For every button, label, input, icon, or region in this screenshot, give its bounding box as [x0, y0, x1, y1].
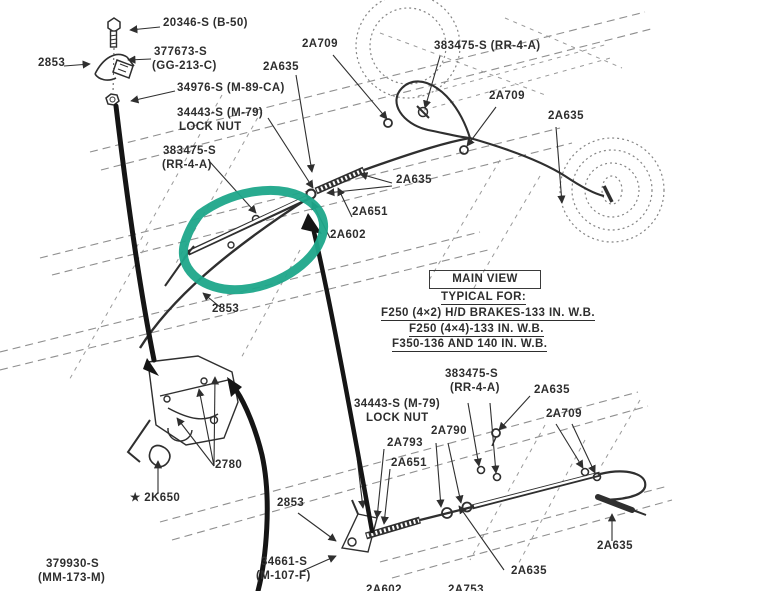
part-label-2853-bottom: 2853 [277, 497, 305, 509]
part-label-2K650: ★ 2K650 [130, 492, 181, 504]
part-label-383475-left-line1: 383475-S [163, 145, 217, 157]
part-label-34443-bot-line1: 34443-S (M-79) [354, 398, 441, 410]
part-label-2A602-cutoff: 2A602 [366, 584, 402, 591]
part-label-383475-bot-line1: 383475-S [445, 368, 499, 380]
part-label-2A635-mid: 2A635 [396, 174, 432, 186]
part-label-383475-bot-line2: (RR-4-A) [450, 382, 500, 394]
part-label-2A790-bot: 2A790 [431, 425, 467, 437]
main-view-box: MAIN VIEW [429, 270, 541, 289]
part-label-2A709-top-mid: 2A709 [302, 38, 338, 50]
part-label-2A651-bot: 2A651 [391, 457, 427, 469]
part-label-377673-line1: 377673-S [154, 46, 208, 58]
bolt-20346 [107, 17, 121, 48]
highlight-ellipse [179, 186, 329, 295]
part-label-2A793-bot: 2A793 [387, 437, 423, 449]
part-label-2A753-cutoff: 2A753 [448, 584, 484, 591]
part-label-2A635-bot-right: 2A635 [597, 540, 633, 552]
part-label-2A709-bot: 2A709 [546, 408, 582, 420]
part-label-383475-top-right: 383475-S (RR-4-A) [434, 40, 541, 52]
part-label-34443-top-line2: LOCK NUT [179, 121, 242, 133]
wheel-drum-top-center [355, 0, 461, 99]
part-label-2A635-top-mid: 2A635 [263, 61, 299, 73]
typical-for-line-2: F250 (4×4)-133 IN. W.B. [409, 323, 544, 337]
part-label-377673-line2: (GG-213-C) [152, 60, 217, 72]
part-label-2A635-bot-mid: 2A635 [511, 565, 547, 577]
part-label-2853-mid: 2853 [212, 303, 240, 315]
part-label-379930-line1: 379930-S [46, 558, 100, 570]
part-label-34661-line1: 34661-S [261, 556, 308, 568]
leader-lines [63, 25, 617, 573]
reference-arrows [113, 103, 375, 591]
main-view-title: MAIN VIEW [452, 273, 518, 285]
wheel-drum-right [559, 137, 665, 243]
nut-34976 [105, 93, 120, 106]
part-label-34443-bot-line2: LOCK NUT [366, 412, 429, 424]
part-label-2A635-bot-upper: 2A635 [534, 384, 570, 396]
part-label-34976: 34976-S (M-89-CA) [177, 82, 285, 94]
part-label-383475-left-line2: (RR-4-A) [162, 159, 212, 171]
typical-for-line-3: F350-136 AND 140 IN. W.B. [392, 338, 548, 352]
part-label-2A602-mid: 2A602 [330, 229, 366, 241]
part-label-2A635-right: 2A635 [548, 110, 584, 122]
intermediate-cable-assembly [164, 80, 614, 287]
part-label-2A709-right: 2A709 [489, 90, 525, 102]
part-label-2780: 2780 [215, 459, 243, 471]
typical-for-heading: TYPICAL FOR: [441, 291, 527, 305]
part-label-2A651-mid: 2A651 [352, 206, 388, 218]
part-label-34661-line2: (M-107-F) [256, 570, 311, 582]
part-label-34443-top-line1: 34443-S (M-79) [177, 107, 264, 119]
part-label-379930-line2: (MM-173-M) [38, 572, 106, 584]
part-label-20346: 20346-S (B-50) [163, 17, 248, 29]
typical-for-line-1: F250 (4×2) H/D BRAKES-133 IN. W.B. [381, 307, 595, 321]
part-label-2853-top-left: 2853 [38, 57, 66, 69]
